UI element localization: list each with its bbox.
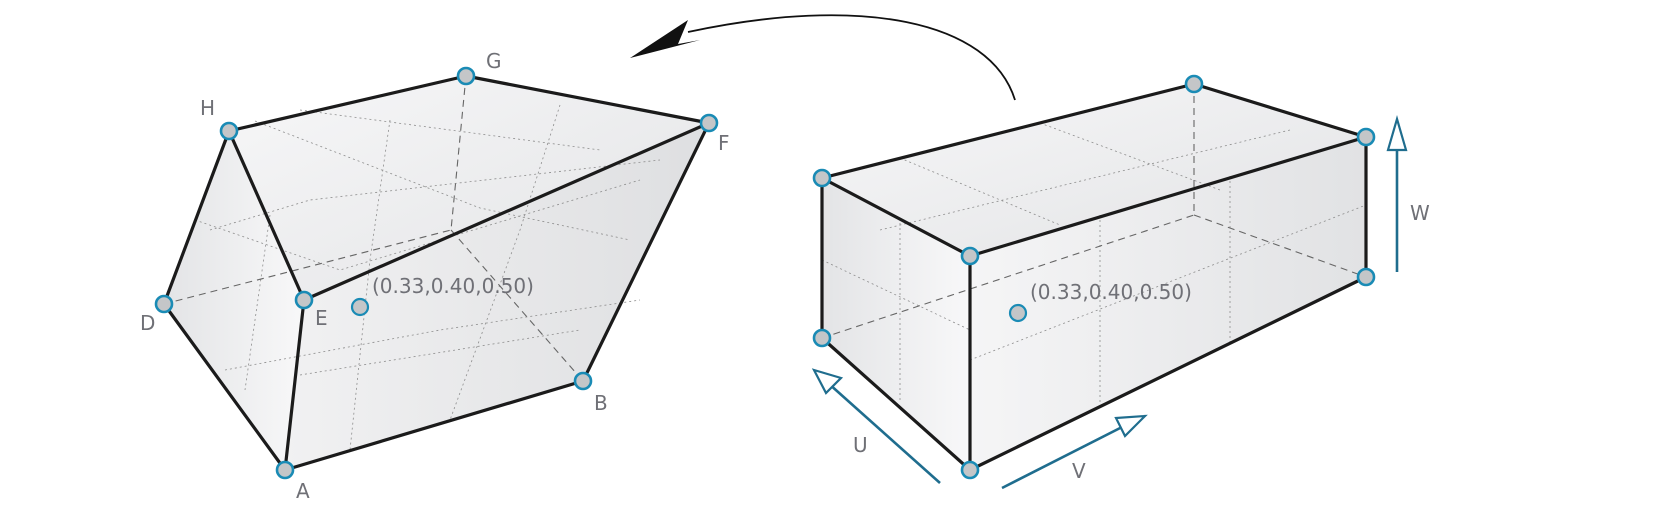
vertex-g [456, 66, 476, 86]
vertex-b [573, 371, 593, 391]
point-coordinate-right: (0.33,0.40,0.50) [1030, 280, 1192, 304]
box-interior-grid [821, 122, 1367, 408]
arrow-v-icon [1001, 414, 1148, 490]
interior-grid [194, 104, 661, 451]
sample-point-left [350, 297, 370, 317]
label-f: F [718, 131, 730, 155]
label-h: H [200, 96, 215, 120]
label-d: D [140, 311, 155, 335]
axis-label-v: V [1072, 459, 1086, 483]
hidden-edges [163, 75, 584, 382]
front-face [285, 123, 709, 470]
vertex-e [294, 290, 314, 310]
box-top-face [822, 84, 1366, 256]
point-coordinate-left: (0.33,0.40,0.50) [372, 274, 534, 298]
arrow-w-icon [1386, 115, 1408, 272]
box-vertex-5 [812, 328, 832, 348]
vertex-f [699, 113, 719, 133]
left-face [164, 131, 304, 470]
box-vertex-2 [1184, 74, 1204, 94]
vertex-a [275, 460, 295, 480]
box-hidden-edges [821, 84, 1367, 339]
box-vertex-3 [1356, 127, 1376, 147]
reference-box: (0.33,0.40,0.50) [812, 74, 1376, 480]
box-vertex-7 [960, 460, 980, 480]
vertex-h [219, 121, 239, 141]
axis-label-u: U [853, 433, 868, 457]
curved-arrow-icon [630, 14, 1016, 101]
label-e: E [315, 306, 328, 330]
deformed-hexahedron: A B D E F G H (0.33,0.40,0.50) [140, 49, 730, 503]
box-vertex-6 [1356, 267, 1376, 287]
top-face [229, 76, 709, 300]
label-b: B [594, 391, 608, 415]
sample-point-right [1008, 303, 1028, 323]
axis-label-w: W [1410, 201, 1430, 225]
box-vertex-4 [960, 246, 980, 266]
label-a: A [296, 479, 310, 503]
box-left-face [822, 178, 970, 470]
arrow-u-icon [811, 368, 941, 484]
box-vertex-1 [812, 168, 832, 188]
box-front-face [970, 137, 1366, 470]
vertex-d [154, 294, 174, 314]
box-visible-edges [820, 82, 1368, 472]
visible-edges [162, 74, 711, 472]
label-g: G [486, 49, 502, 73]
